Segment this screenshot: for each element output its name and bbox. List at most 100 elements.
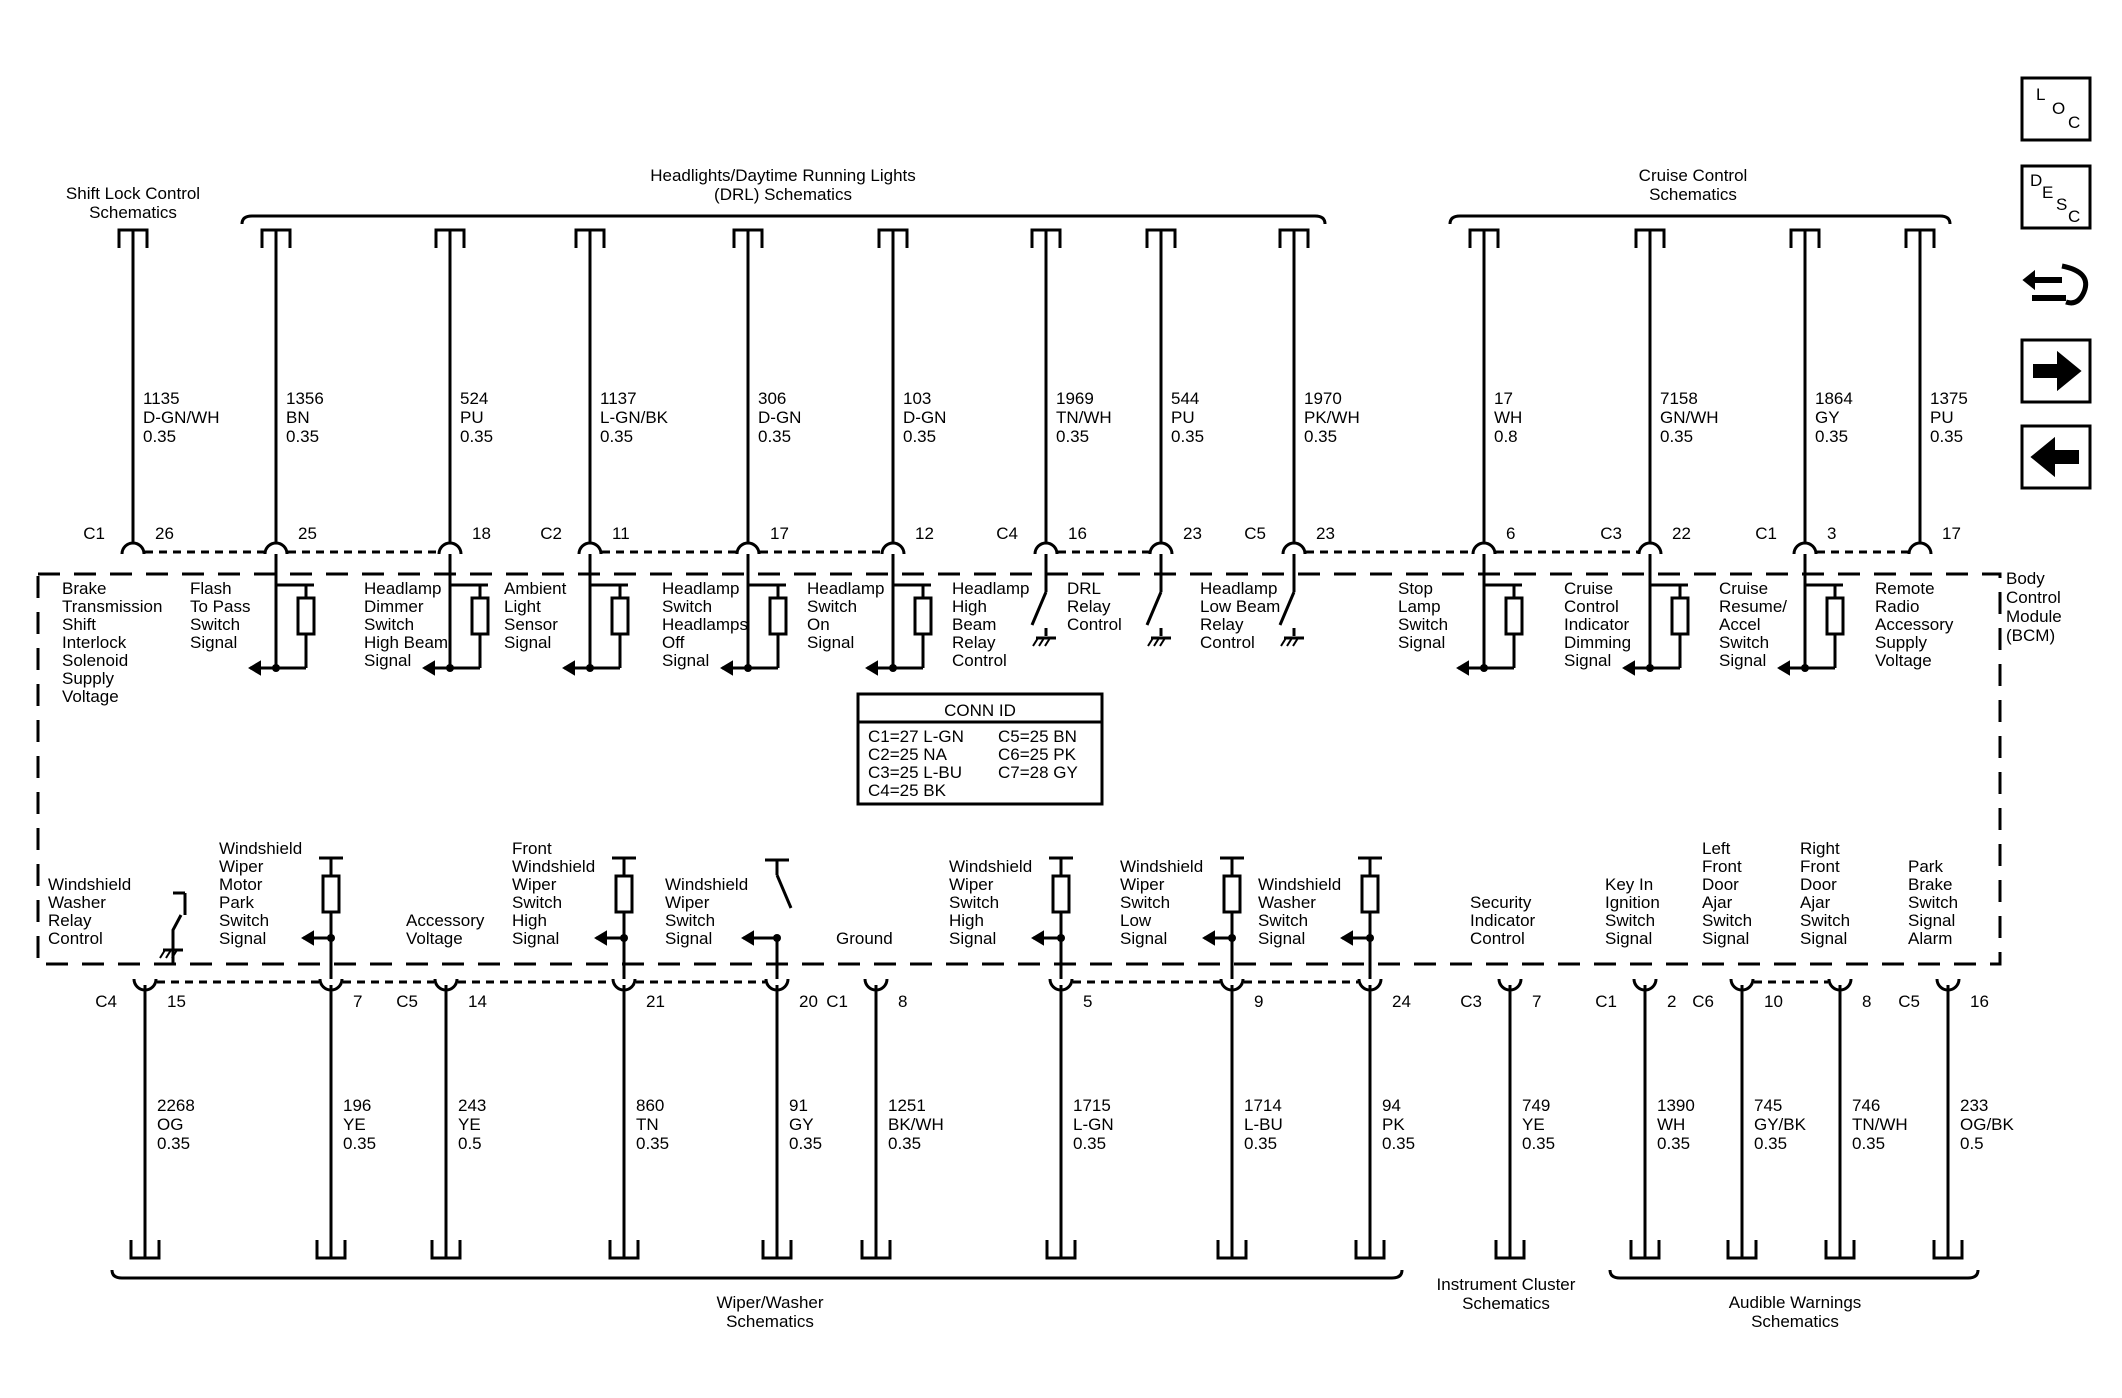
- signal-label: Switch: [190, 615, 240, 634]
- harness-connector: [860, 1240, 892, 1260]
- switch-contact: [1278, 591, 1296, 626]
- signal-label: Windshield: [949, 857, 1032, 876]
- harness-bracket-audible: [1608, 1269, 1980, 1280]
- pin-number: 16: [1068, 524, 1087, 543]
- loc-icon[interactable]: LOC: [2020, 76, 2092, 142]
- wire-label: 0.35: [157, 1134, 190, 1153]
- nav-button-frame[interactable]: [2020, 76, 2092, 142]
- signal-label: Solenoid: [62, 651, 128, 670]
- ground-hatch: [1292, 637, 1299, 647]
- wire-label: D-GN: [903, 408, 946, 427]
- top-circuit: 1137L-GN/BK0.3511C2AmbientLightSensorSig…: [504, 228, 669, 676]
- harness-bracket-wiper: [110, 1269, 1404, 1280]
- signal-label: Headlamp: [952, 579, 1030, 598]
- wire-label: TN: [636, 1115, 659, 1134]
- junction-dot: [889, 664, 897, 672]
- wire-label: YE: [1522, 1115, 1545, 1134]
- signal-label: Switch: [219, 911, 269, 930]
- conn-id-entry: C6=25 PK: [998, 745, 1077, 764]
- signal-label: High: [512, 911, 547, 930]
- arrow-right-icon[interactable]: [2020, 338, 2092, 404]
- signal-label: Low Beam: [1200, 597, 1280, 616]
- group-label-shift-lock: Shift Lock Control: [66, 184, 200, 203]
- bottom-circuit: 233OG/BK0.516C5ParkBrakeSwitchSignalAlar…: [1898, 857, 2015, 1260]
- wire-label: 0.35: [1754, 1134, 1787, 1153]
- wire-label: 91: [789, 1096, 808, 1115]
- wire-label: BN: [286, 408, 310, 427]
- loc-letter: L: [2036, 85, 2045, 104]
- pin-number: 5: [1083, 992, 1092, 1011]
- junction-dot: [1057, 934, 1065, 942]
- signal-label: Radio: [1875, 597, 1919, 616]
- harness-connector: [1824, 1240, 1856, 1260]
- pin-terminal: [1907, 541, 1933, 555]
- nav-button-frame[interactable]: [2020, 164, 2092, 230]
- signal-label: Supply: [1875, 633, 1927, 652]
- signal-label: Sensor: [504, 615, 558, 634]
- pin-number: 3: [1827, 524, 1836, 543]
- pin-terminal: [120, 541, 146, 555]
- signal-label: Interlock: [62, 633, 127, 652]
- conn-id-entry: C4=25 BK: [868, 781, 947, 800]
- pin-number: 7: [353, 992, 362, 1011]
- signal-label: Switch: [949, 893, 999, 912]
- module-label: (BCM): [2006, 626, 2055, 645]
- signal-label: Windshield: [1258, 875, 1341, 894]
- signal-label: Park: [219, 893, 254, 912]
- signal-label: Resume/: [1719, 597, 1787, 616]
- pin-number: 17: [1942, 524, 1961, 543]
- signal-label: Voltage: [406, 929, 463, 948]
- bottom-circuit: 196YE0.357WindshieldWiperMotorParkSwitch…: [219, 839, 376, 1260]
- resistor-symbol: [1360, 874, 1380, 914]
- signal-label: Signal: [1908, 911, 1955, 930]
- wire-label: 0.35: [343, 1134, 376, 1153]
- conn-id-title: CONN ID: [944, 701, 1016, 720]
- ground-hatch: [159, 949, 166, 959]
- connector-id: C6: [1692, 992, 1714, 1011]
- group-label-audible-warnings: Schematics: [1751, 1312, 1839, 1331]
- ground-hatch: [1153, 637, 1160, 647]
- signal-label: Light: [504, 597, 541, 616]
- arrow-head: [594, 930, 607, 946]
- resistor-symbol: [610, 596, 630, 636]
- connector-id: C2: [540, 524, 562, 543]
- group-label-headlights-drl: (DRL) Schematics: [714, 185, 852, 204]
- pin-terminal: [577, 541, 603, 555]
- pin-terminal: [1148, 541, 1174, 555]
- junction-dot: [327, 934, 335, 942]
- wire-label: 0.35: [1073, 1134, 1106, 1153]
- signal-label: Dimmer: [364, 597, 424, 616]
- desc-letter: E: [2042, 183, 2053, 202]
- harness-connector: [1726, 1240, 1758, 1260]
- wire-label: GN/WH: [1660, 408, 1719, 427]
- signal-label: Alarm: [1908, 929, 1952, 948]
- conn-id-entry: C7=28 GY: [998, 763, 1078, 782]
- conn-id-entry: C1=27 L-GN: [868, 727, 964, 746]
- wire-label: WH: [1657, 1115, 1685, 1134]
- wire-label: 0.35: [460, 427, 493, 446]
- wire-label: 0.35: [903, 427, 936, 446]
- arrow-head: [301, 930, 314, 946]
- ground-hatch: [1032, 637, 1039, 647]
- arrow-head: [248, 660, 261, 676]
- wire-label: 0.35: [758, 427, 791, 446]
- bottom-circuit: 2268OG0.3515C4WindshieldWasherRelayContr…: [48, 875, 195, 1260]
- wire-label: 1137: [600, 389, 637, 408]
- pin-number: 20: [799, 992, 818, 1011]
- bottom-circuit: 1714L-BU0.359WindshieldWiperSwitchLowSig…: [1120, 856, 1283, 1260]
- switch-contact: [1030, 591, 1048, 626]
- signal-label: On: [807, 615, 830, 634]
- connector-wiring-icon[interactable]: [2022, 263, 2089, 306]
- pin-number: 15: [167, 992, 186, 1011]
- wire-label: D-GN: [758, 408, 801, 427]
- pin-terminal: [437, 541, 463, 555]
- signal-label: Indicator: [1564, 615, 1630, 634]
- ground-hatch: [1280, 637, 1287, 647]
- arrow-head: [1622, 660, 1635, 676]
- signal-label: Signal: [364, 651, 411, 670]
- arrow-left-icon[interactable]: [2020, 424, 2092, 490]
